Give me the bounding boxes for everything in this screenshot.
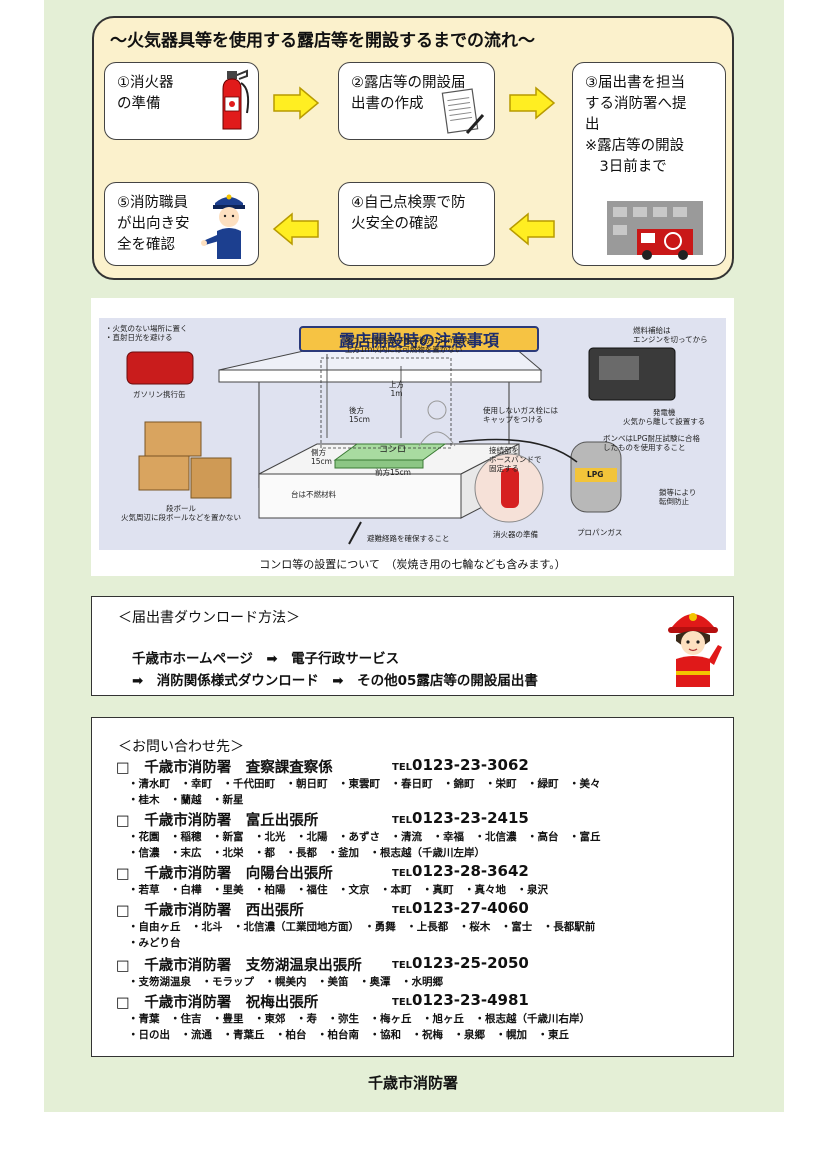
label-base: 台は不燃材料	[291, 490, 336, 499]
flow-step-4-text: ④自己点検票で防 火安全の確認	[351, 195, 466, 232]
flow-step-2: ②露店等の開設届 出書の作成	[338, 62, 495, 140]
label-chain: 鎖等により 転倒防止	[659, 488, 697, 506]
label-generator: 発電機 火気から離して設置する	[623, 408, 706, 426]
flow-step-5: ⑤消防職員 が出向き安 全を確認	[104, 182, 259, 266]
label-lpg-cert: ボンベはLPG耐圧試験に合格 したものを使用すること	[603, 434, 701, 452]
office-name: □ 千歳市消防署 支笏湖温泉出張所	[116, 958, 362, 974]
label-stove-clearance: ※コンロ側方及び前方後方15cm以内、 上方1ｍ以内には可燃物を置かない	[345, 336, 478, 354]
caution-illustration: 露店開設時の注意事項 ・火気のない場所に置く ・直射日光を避ける ガソリン携行缶…	[91, 298, 734, 576]
stall-diagram	[126, 347, 676, 545]
flow-step-1: ①消火器 の準備	[104, 62, 259, 140]
flow-step-4: ④自己点検票で防 火安全の確認	[338, 182, 495, 266]
office-entry: □ 千歳市消防署 富丘出張所 TEL0123-23-2415 ・花園 ・稲穂 ・…	[116, 809, 716, 861]
area-list: ・信濃 ・末広 ・北栄 ・都 ・長都 ・釜加 ・根志越（千歳川左岸）	[128, 847, 485, 859]
tel-prefix: TEL	[392, 960, 413, 971]
office-entry: □ 千歳市消防署 査察課査察係 TEL0123-23-3062 ・清水町 ・幸町…	[116, 756, 716, 808]
office-entry: □ 千歳市消防署 向陽台出張所 TEL0123-28-3642 ・若草 ・白樺 …	[116, 862, 716, 898]
tel-prefix: TEL	[392, 762, 413, 773]
label-side: 側方 15cm	[311, 448, 332, 466]
contact-heading: ＜お問い合わせ先＞	[118, 739, 244, 755]
area-list: ・花園 ・稲穂 ・新富 ・北光 ・北陽 ・あずさ ・清流 ・幸福 ・北信濃 ・高…	[128, 831, 601, 843]
label-behind: 後方 15cm	[349, 406, 370, 424]
tel-prefix: TEL	[392, 905, 413, 916]
flow-title: 〜火気器具等を使用する露店等を開設するまでの流れ〜	[110, 31, 535, 51]
office-entry: □ 千歳市消防署 祝梅出張所 TEL0123-23-4981 ・青葉 ・住吉 ・…	[116, 991, 716, 1043]
label-hose: 接続部を ホースバンドで 固定する	[489, 446, 542, 473]
footer-organization: 千歳市消防署	[367, 1074, 458, 1092]
office-name: □ 千歳市消防署 向陽台出張所	[116, 866, 333, 882]
tel-prefix: TEL	[392, 997, 413, 1008]
area-list: ・自由ヶ丘 ・北斗 ・北信濃（工業団地方面） ・勇舞 ・上長都 ・桜木 ・富士 …	[128, 921, 596, 933]
document-pen-icon	[441, 88, 485, 134]
arrow-left-icon	[272, 212, 319, 246]
caution-caption: コンロ等の設置について （炭焼き用の七輪なども含みます。）	[259, 558, 566, 571]
office-tel: 0123-27-4060	[412, 899, 529, 917]
flow-step-2-text: ②露店等の開設届 出書の作成	[351, 75, 466, 112]
label-fire-free: ・火気のない場所に置く ・直射日光を避ける	[105, 324, 188, 342]
office-tel: 0123-23-2415	[412, 809, 529, 827]
office-entry: □ 千歳市消防署 西出張所 TEL0123-27-4060 ・自由ヶ丘 ・北斗 …	[116, 899, 716, 951]
office-name: □ 千歳市消防署 査察課査察係	[116, 760, 333, 776]
tel-prefix: TEL	[392, 868, 413, 879]
firefighter-mascot-icon	[668, 613, 722, 687]
label-cardboard: 段ボール 火気周辺に段ボールなどを置かない	[121, 504, 241, 522]
label-above: 上方 1m	[389, 380, 404, 398]
flow-panel: 〜火気器具等を使用する露店等を開設するまでの流れ〜 ①消火器 の準備 ②露店等の…	[92, 16, 734, 280]
fire-station-icon	[607, 201, 703, 260]
flow-step-1-text: ①消火器 の準備	[117, 75, 174, 112]
label-extinguisher: 消火器の準備	[493, 530, 538, 539]
flow-step-3: ③届出書を担当 する消防署へ提 出 ※露店等の開設 3日前まで	[572, 62, 726, 266]
office-name: □ 千歳市消防署 富丘出張所	[116, 813, 319, 829]
office-tel: 0123-23-4981	[412, 991, 529, 1009]
flow-step-3-text: ③届出書を担当 する消防署へ提 出 ※露店等の開設 3日前まで	[585, 75, 687, 175]
contact-list: ＜お問い合わせ先＞ □ 千歳市消防署 査察課査察係 TEL0123-23-306…	[91, 717, 734, 1057]
flow-step-5-text: ⑤消防職員 が出向き安 全を確認	[117, 195, 190, 253]
download-heading: ＜届出書ダウンロード方法＞	[118, 610, 300, 626]
label-evac: 避難経路を確保すること	[367, 534, 450, 543]
office-tel: 0123-28-3642	[412, 862, 529, 880]
office-tel: 0123-23-3062	[412, 756, 529, 774]
area-list: ・清水町 ・幸町 ・千代田町 ・朝日町 ・東雲町 ・春日町 ・錦町 ・栄町 ・緑…	[128, 778, 601, 790]
fire-extinguisher-icon	[222, 69, 250, 130]
area-list: ・桂木 ・蘭越 ・新星	[128, 794, 244, 806]
tel-prefix: TEL	[392, 815, 413, 826]
download-path-line-2: ➡ 消防関係様式ダウンロード ➡ その他05露店等の開設届出書	[132, 673, 538, 689]
area-list: ・支笏湖温泉 ・モラップ ・幌美内 ・美笛 ・奥潭 ・水明郷	[128, 976, 443, 988]
office-name: □ 千歳市消防署 西出張所	[116, 903, 304, 919]
area-list: ・若草 ・白樺 ・里美 ・柏陽 ・福住 ・文京 ・本町 ・真町 ・真々地 ・泉沢	[128, 884, 548, 896]
label-propane: プロパンガス	[577, 528, 623, 537]
office-tel: 0123-25-2050	[412, 954, 529, 972]
label-fuel: 燃料補給は エンジンを切ってから	[633, 326, 708, 344]
label-stove: コンロ	[379, 445, 407, 455]
arrow-left-icon	[508, 212, 555, 246]
caution-panel: 露店開設時の注意事項 ・火気のない場所に置く ・直射日光を避ける ガソリン携行缶…	[99, 318, 726, 550]
download-instructions: ＜届出書ダウンロード方法＞ 千歳市ホームページ ➡ 電子行政サービス ➡ 消防関…	[91, 596, 734, 696]
label-gas-cap: 使用しないガス栓には キャップをつける	[483, 406, 558, 424]
area-list: ・みどり台	[128, 937, 181, 949]
caution-title: 露店開設時の注意事項	[299, 326, 539, 352]
office-entry: □ 千歳市消防署 支笏湖温泉出張所 TEL0123-25-2050 ・支笏湖温泉…	[116, 954, 716, 990]
arrow-right-icon	[273, 86, 320, 120]
area-list: ・日の出 ・流通 ・青葉丘 ・柏台 ・柏台南 ・協和 ・祝梅 ・泉郷 ・幌加 ・…	[128, 1029, 569, 1041]
fire-officer-icon	[201, 194, 245, 259]
office-name: □ 千歳市消防署 祝梅出張所	[116, 995, 319, 1011]
download-path-line-1: 千歳市ホームページ ➡ 電子行政サービス	[132, 651, 400, 667]
label-front: 前方15cm	[375, 468, 411, 477]
label-lpg: LPG	[587, 470, 604, 479]
area-list: ・青葉 ・住吉 ・豊里 ・東郊 ・寿 ・弥生 ・梅ヶ丘 ・旭ヶ丘 ・根志越（千歳…	[128, 1013, 590, 1025]
label-gas-can: ガソリン携行缶	[133, 390, 186, 399]
arrow-right-icon	[509, 86, 556, 120]
